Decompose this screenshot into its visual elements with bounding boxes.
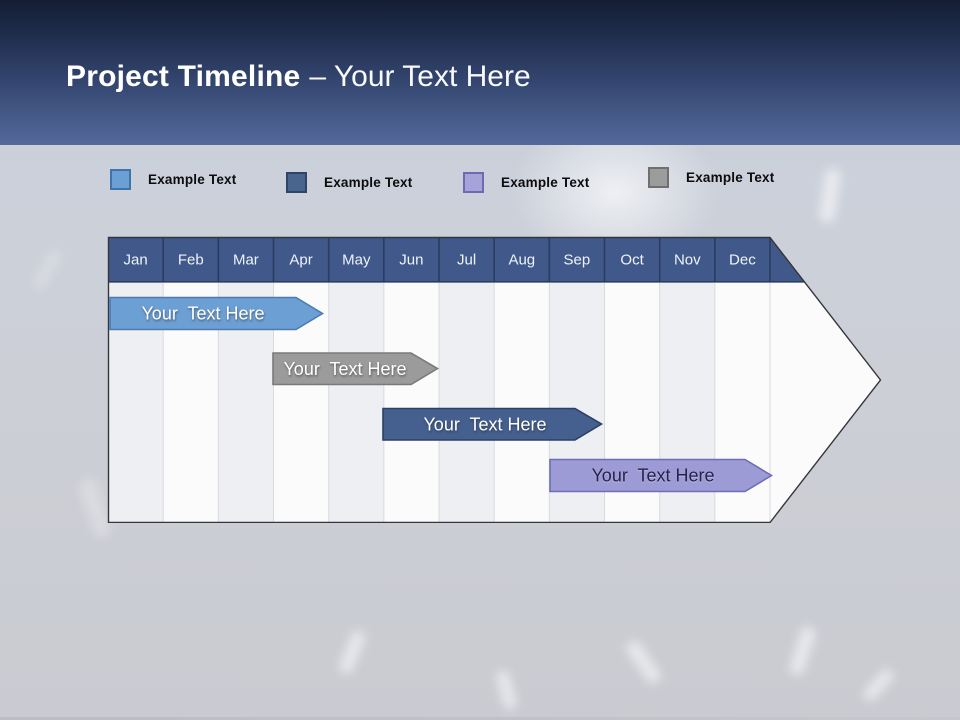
background-capsule — [623, 638, 664, 686]
month-label: Oct — [620, 252, 644, 269]
legend-label: Example Text — [686, 170, 775, 185]
month-header-row — [108, 237, 881, 282]
timeline-bar-2-label: Your Text Here — [283, 359, 406, 379]
timeline-bar-4 — [549, 458, 774, 493]
month-label: Jul — [457, 252, 476, 269]
month-label: Apr — [289, 252, 312, 269]
month-label: Sep — [564, 252, 591, 269]
month-label: May — [342, 252, 371, 269]
timeline-bar-2 — [272, 352, 440, 386]
background-capsule — [787, 624, 818, 678]
legend-swatch-blue — [110, 169, 131, 190]
timeline-arrow-outline — [107, 236, 882, 523]
month-label: Jun — [399, 252, 423, 269]
legend-item-1: Example Text — [110, 169, 236, 190]
background-capsule — [337, 629, 367, 676]
timeline-bar-3-label: Your Text Here — [423, 415, 546, 435]
timeline-bar-3 — [382, 407, 604, 441]
month-label: Dec — [729, 252, 756, 269]
timeline-bar-4-label: Your Text Here — [591, 466, 714, 486]
background-capsule — [818, 167, 842, 224]
legend-item-3: Example Text — [463, 172, 589, 193]
slide-bottom-edge — [0, 717, 960, 720]
title-band: Project Timeline– Your Text Here — [0, 0, 960, 145]
legend-swatch-gray — [648, 167, 669, 188]
background-capsule — [860, 666, 897, 704]
month-label: Feb — [178, 252, 204, 269]
legend-label: Example Text — [148, 172, 237, 187]
month-labels: Jan Feb Mar Apr May Jun Jul Aug Sep Oct … — [124, 252, 757, 269]
legend-swatch-darkblue — [286, 172, 307, 193]
legend-item-2: Example Text — [286, 172, 412, 193]
timeline-chart: Jan Feb Mar Apr May Jun Jul Aug Sep Oct … — [90, 230, 900, 523]
background-capsule — [495, 668, 518, 712]
background-capsule — [29, 247, 65, 293]
timeline-bar-1-label: Your Text Here — [141, 304, 264, 324]
legend-label: Example Text — [324, 175, 413, 190]
page-title-light: – Your Text Here — [309, 60, 531, 93]
month-label: Jan — [124, 252, 148, 269]
month-label: Mar — [233, 252, 259, 269]
month-label: Nov — [674, 252, 701, 269]
page-title-bold: Project Timeline — [66, 60, 301, 93]
legend-item-4: Example Text — [648, 167, 774, 188]
page-title: Project Timeline– Your Text Here — [66, 60, 531, 94]
month-header-separators — [108, 237, 881, 283]
month-label: Aug — [508, 252, 535, 269]
timeline-bar-1 — [109, 296, 325, 331]
legend-swatch-purple — [463, 172, 484, 193]
legend-label: Example Text — [501, 175, 590, 190]
timeline-svg: Jan Feb Mar Apr May Jun Jul Aug Sep Oct … — [107, 236, 882, 523]
